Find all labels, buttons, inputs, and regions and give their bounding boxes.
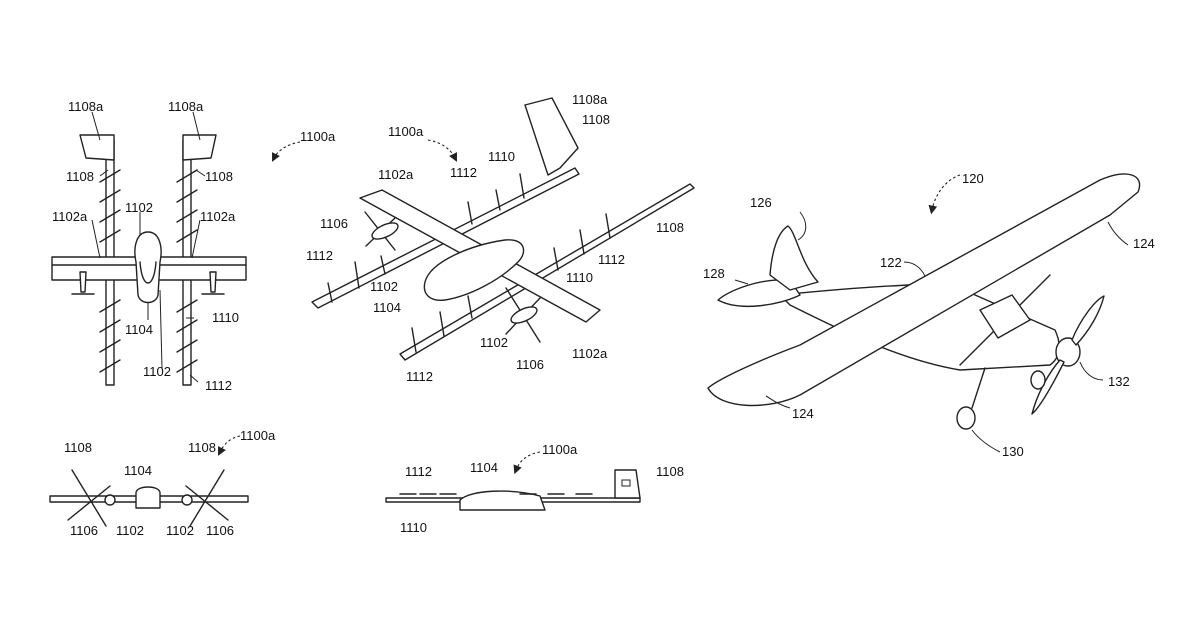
label-1112-persp-left: 1112	[306, 248, 333, 263]
label-1108-persp-right: 1108	[656, 220, 684, 235]
label-1102a-persp-top: 1102a	[378, 167, 414, 182]
label-1102a-persp-bottom: 1102a	[572, 346, 608, 361]
secondary-gear-wheel	[1031, 371, 1045, 389]
label-1108-right: 1108	[205, 169, 233, 184]
label-1112-top: 1112	[205, 378, 232, 393]
side-tail-fin	[615, 470, 640, 498]
front-right-prop-b	[186, 486, 228, 520]
label-1108-front-right: 1108	[188, 440, 216, 455]
label-1102-persp-bottom: 1102	[480, 335, 508, 350]
label-1110-top: 1110	[212, 310, 239, 325]
label-1108-side: 1108	[656, 464, 684, 479]
propeller-blade-top	[1072, 296, 1104, 345]
label-1104-persp: 1104	[373, 300, 401, 315]
persp-prop-right-hub	[509, 304, 539, 327]
label-1104-top: 1104	[125, 322, 153, 337]
label-1102-front-left: 1102	[116, 523, 144, 538]
label-1108-left: 1108	[66, 169, 94, 184]
front-left-boom	[105, 495, 115, 505]
label-126: 126	[750, 195, 772, 210]
label-132: 132	[1108, 374, 1130, 389]
label-120: 120	[962, 171, 984, 186]
label-1106-front-right: 1106	[206, 523, 234, 538]
label-1102-front-right: 1102	[166, 523, 194, 538]
fuselage	[135, 232, 161, 303]
label-1102-bottom: 1102	[143, 364, 171, 379]
left-forward-prop	[80, 272, 86, 292]
front-left-prop-b	[68, 486, 110, 520]
label-130: 130	[1002, 444, 1024, 459]
label-124-bottom: 124	[792, 406, 814, 421]
label-1102a-right: 1102a	[200, 209, 236, 224]
main-gear-strut	[972, 368, 985, 408]
left-tail-fin	[80, 135, 114, 160]
label-1106-persp-bottom: 1106	[516, 357, 544, 372]
label-1100a-top: 1100a	[300, 129, 336, 144]
right-forward-prop	[210, 272, 216, 292]
label-124-right: 124	[1133, 236, 1155, 251]
label-1102a-left: 1102a	[52, 209, 88, 224]
label-1110-persp-right: 1110	[566, 270, 593, 285]
label-1110-side: 1110	[400, 520, 427, 535]
upper-tail-fin	[525, 98, 578, 175]
label-1104-side: 1104	[470, 460, 498, 475]
label-1112-persp-bottom: 1112	[406, 369, 433, 384]
label-122: 122	[880, 255, 902, 270]
front-fuselage	[136, 487, 160, 508]
label-1112-side: 1112	[405, 464, 432, 479]
label-1104-front: 1104	[124, 463, 152, 478]
airplane-view: 120 126 122 124 128 132 124 130	[703, 171, 1155, 459]
label-1108a-right: 1108a	[168, 99, 204, 114]
label-1100a-front: 1100a	[240, 428, 276, 443]
uav-top-view: 1108a 1108a 1108 1108 1102a 1102a 1102 1…	[52, 99, 336, 393]
label-1106-persp-left: 1106	[320, 216, 348, 231]
label-128: 128	[703, 266, 725, 281]
vertical-stabilizer	[770, 226, 818, 290]
label-1102-persp-mid: 1102	[370, 279, 398, 294]
label-1108-persp-top: 1108	[582, 112, 610, 127]
label-1110-persp-top: 1110	[488, 149, 515, 164]
label-1106-front-left: 1106	[70, 523, 98, 538]
label-1108a-left: 1108a	[68, 99, 104, 114]
uav-side-view: 1112 1104 1100a 1108 1110	[386, 442, 684, 535]
label-1100a-persp: 1100a	[388, 124, 424, 139]
label-1108-front-left: 1108	[64, 440, 92, 455]
label-1112-persp-right: 1112	[598, 252, 625, 267]
label-1108a-persp: 1108a	[572, 92, 608, 107]
front-right-boom	[182, 495, 192, 505]
label-1112-persp-top: 1112	[450, 165, 477, 180]
uav-front-view: 1108 1108 1104 1106 1102 1102 1106 1100a	[50, 428, 276, 538]
label-1102-top: 1102	[125, 200, 153, 215]
label-1100a-side: 1100a	[542, 442, 578, 457]
main-gear-wheel	[957, 407, 975, 429]
uav-perspective-view: 1108a 1108 1100a 1110 1102a 1112 1106 11…	[306, 92, 694, 384]
